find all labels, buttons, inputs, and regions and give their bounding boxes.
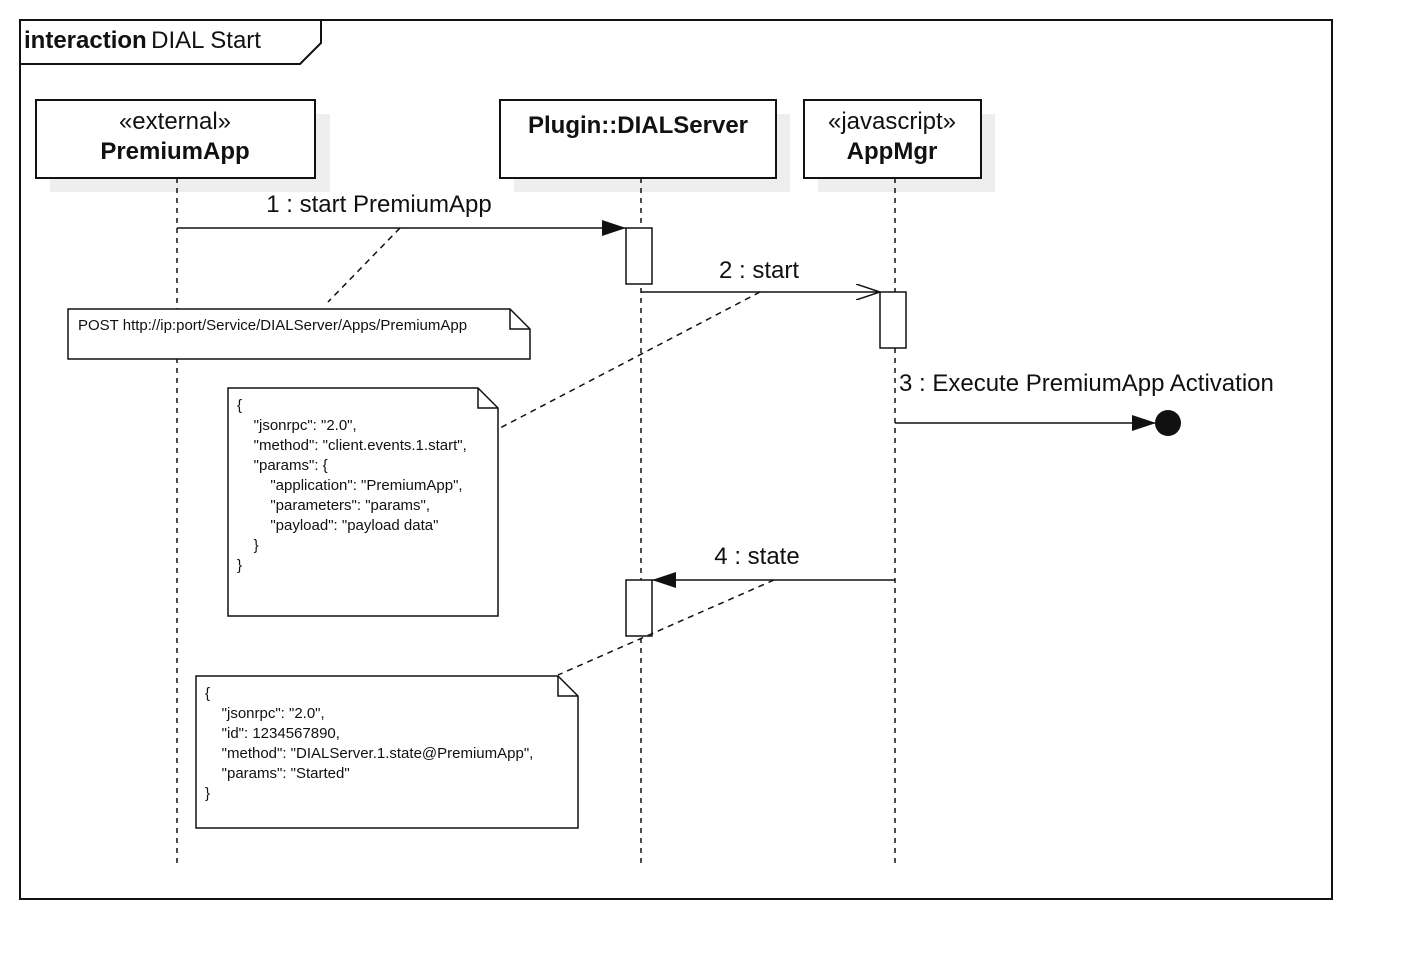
message-label: 2 : start bbox=[719, 257, 799, 284]
message-label: 3 : Execute PremiumApp Activation bbox=[899, 370, 1274, 397]
note-body bbox=[227, 387, 499, 617]
note-text: { "jsonrpc": "2.0", "method": "client.ev… bbox=[0, 0, 496, 574]
lost-message-dot bbox=[1155, 410, 1181, 436]
note-text-line: "jsonrpc": "2.0", bbox=[237, 417, 357, 434]
note-corner bbox=[509, 309, 530, 330]
note-text-line: "application": "PremiumApp", bbox=[237, 477, 463, 494]
frame-title: interaction DIAL Start bbox=[24, 27, 261, 54]
message-3[interactable]: 3 : Execute PremiumApp Activation bbox=[895, 370, 1274, 436]
note-text-line: { bbox=[205, 685, 210, 702]
note-text-line: } bbox=[237, 557, 242, 574]
note-connector-1 bbox=[327, 227, 401, 303]
interaction-frame: interaction DIAL Start bbox=[19, 19, 1333, 900]
lifeline-head bbox=[803, 99, 982, 179]
lifeline-name: PremiumApp bbox=[100, 138, 249, 165]
lifeline-name: Plugin::DIALServer bbox=[528, 112, 748, 139]
note-text-line: "method": "client.events.1.start", bbox=[237, 437, 467, 454]
note-state-notification[interactable]: { "jsonrpc": "2.0", "id": 1234567890, "m… bbox=[0, 0, 579, 829]
lifeline-premiumapp[interactable]: «external» PremiumApp bbox=[35, 99, 330, 868]
lifeline-stereotype: «javascript» bbox=[828, 108, 956, 135]
note-corner bbox=[557, 676, 578, 697]
note-text-line: "parameters": "params", bbox=[237, 497, 430, 514]
message-label: 4 : state bbox=[714, 543, 799, 570]
note-text-line: } bbox=[237, 537, 259, 554]
note-connector-3 bbox=[557, 579, 775, 676]
note-post-url[interactable]: POST http://ip:port/Service/DIALServer/A… bbox=[67, 308, 531, 360]
note-connector-2 bbox=[499, 291, 761, 429]
lifeline-stereotype: «external» bbox=[119, 108, 231, 135]
note-start-request[interactable]: { "jsonrpc": "2.0", "method": "client.ev… bbox=[0, 0, 499, 617]
lifeline-head bbox=[35, 99, 316, 179]
lifeline-head bbox=[499, 99, 777, 179]
message-1[interactable]: 1 : start PremiumApp bbox=[177, 191, 626, 236]
execution-spec-dialserver-2[interactable] bbox=[625, 579, 653, 637]
execution-spec-dialserver-1[interactable] bbox=[625, 227, 653, 285]
lifeline-name: AppMgr bbox=[847, 138, 938, 165]
note-text-line: { bbox=[237, 397, 242, 414]
note-text-line: "id": 1234567890, bbox=[205, 725, 340, 742]
note-body bbox=[67, 308, 531, 360]
note-text-line: POST http://ip:port/Service/DIALServer/A… bbox=[78, 317, 467, 334]
frame-keyword: interaction bbox=[24, 27, 147, 54]
lifeline-dialserver[interactable]: Plugin::DIALServer bbox=[499, 99, 790, 868]
note-text-line: "params": "Started" bbox=[205, 765, 350, 782]
message-label: 1 : start PremiumApp bbox=[266, 191, 491, 218]
note-text-line: } bbox=[205, 785, 210, 802]
note-text: { "jsonrpc": "2.0", "id": 1234567890, "m… bbox=[0, 0, 563, 802]
message-4[interactable]: 4 : state bbox=[652, 543, 895, 588]
note-corner bbox=[477, 388, 498, 409]
note-text-line: "payload": "payload data" bbox=[237, 517, 438, 534]
message-2[interactable]: 2 : start bbox=[641, 257, 880, 292]
frame-name: DIAL Start bbox=[151, 27, 261, 54]
note-body bbox=[195, 675, 579, 829]
execution-spec-appmgr[interactable] bbox=[879, 291, 907, 349]
note-text-line: "jsonrpc": "2.0", bbox=[205, 705, 325, 722]
note-text-line: "method": "DIALServer.1.state@PremiumApp… bbox=[205, 745, 533, 762]
lifeline-appmgr[interactable]: «javascript» AppMgr bbox=[803, 99, 995, 868]
note-text-line: "params": { bbox=[237, 457, 328, 474]
